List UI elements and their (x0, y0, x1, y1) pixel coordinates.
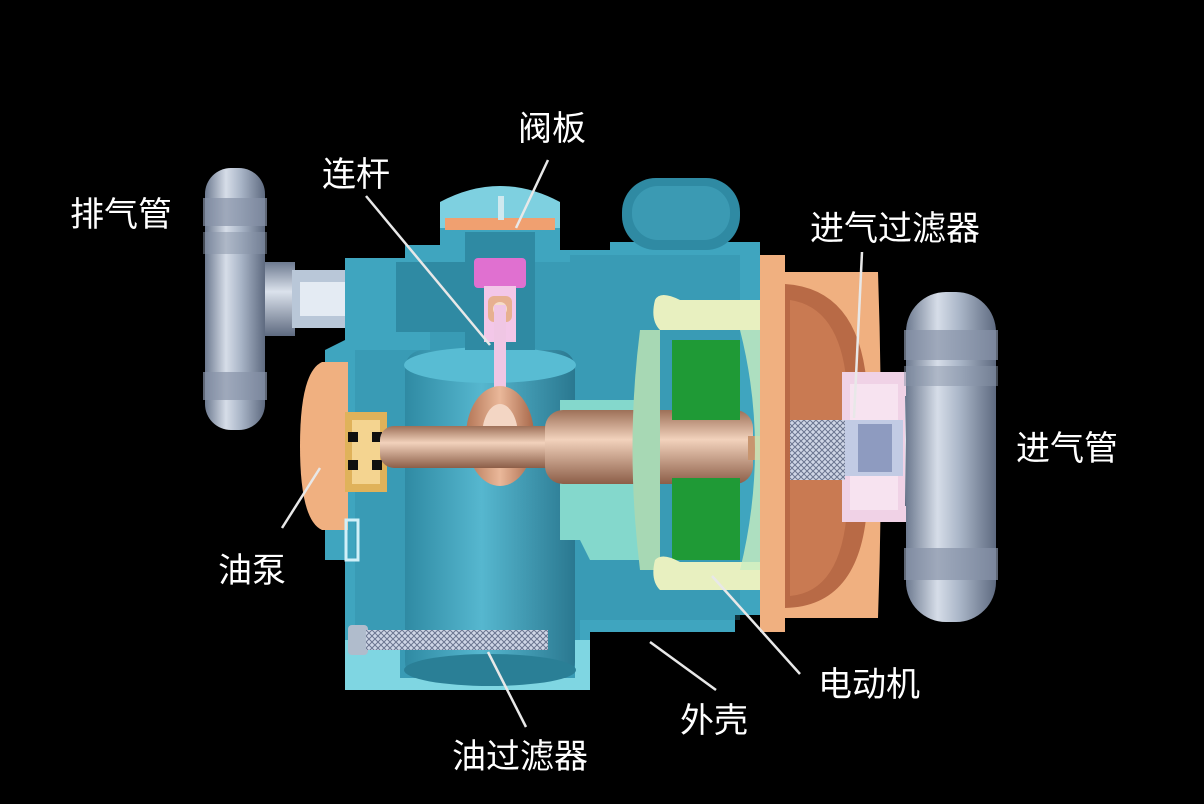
label-connecting-rod: 连杆 (322, 155, 390, 195)
label-intake-pipe: 进气管 (1016, 429, 1118, 469)
label-valve-plate: 阀板 (518, 109, 586, 149)
leader-oil-pump (280, 467, 322, 529)
label-intake-filter: 进气过滤器 (810, 209, 980, 249)
leader-intake-filter (852, 251, 864, 419)
oil-pump (300, 362, 387, 530)
intake-filter (790, 372, 906, 522)
end-cover (760, 255, 881, 632)
leader-housing (649, 640, 717, 692)
intake-pipe (904, 292, 998, 622)
label-housing: 外壳 (680, 701, 748, 741)
leader-valve-plate (514, 159, 550, 229)
leader-motor (711, 575, 801, 675)
label-oil-filter: 油过滤器 (452, 737, 588, 777)
oil-filter (344, 518, 576, 686)
label-exhaust-pipe: 排气管 (70, 195, 172, 235)
leader-oil-filter (486, 651, 528, 728)
leader-connecting-rod (365, 195, 491, 346)
label-oil-pump: 油泵 (218, 551, 286, 591)
label-motor: 电动机 (818, 665, 920, 705)
leader-lines (280, 159, 864, 728)
